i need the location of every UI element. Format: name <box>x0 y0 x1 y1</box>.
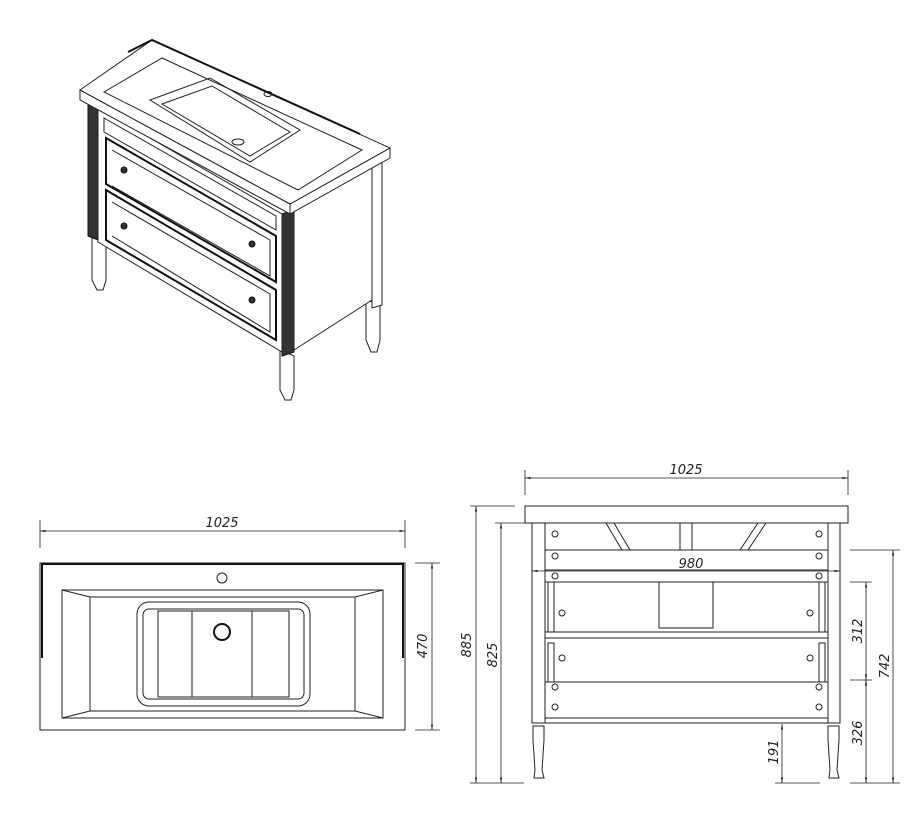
top-rail <box>103 117 277 231</box>
knob-icon <box>120 166 128 174</box>
dim-lower-drawer: 326 <box>851 721 866 746</box>
dim-width-front: 1025 <box>669 463 702 478</box>
countertop <box>79 39 392 205</box>
drain-icon <box>231 138 245 146</box>
dim-total-height: 885 <box>460 633 475 658</box>
tap-hole-icon <box>216 572 228 584</box>
front-view: 1025 980 885 825 742 312 326 191 <box>460 463 900 784</box>
isometric-view <box>79 38 392 401</box>
dim-depth-top: 470 <box>416 634 431 659</box>
knob-icon <box>248 240 256 248</box>
leg-right <box>827 522 841 724</box>
knob-icon <box>248 296 256 304</box>
upper-drawer <box>105 136 277 284</box>
dim-cabinet-height: 742 <box>878 654 893 679</box>
dim-width-top: 1025 <box>205 516 238 531</box>
sink-bowl <box>136 601 311 707</box>
dim-body-height: 825 <box>486 643 501 668</box>
tap-hole-icon <box>263 91 273 97</box>
knob-icon <box>120 222 128 230</box>
dim-leg-clearance: 191 <box>767 740 782 765</box>
top-view: 1025 470 <box>39 516 440 731</box>
dim-upper-drawer: 312 <box>851 619 866 644</box>
leg-left <box>531 522 546 724</box>
countertop-front <box>524 505 849 524</box>
lower-drawer <box>105 188 277 342</box>
dim-inner-width: 980 <box>679 557 704 572</box>
drain-icon <box>213 623 231 641</box>
screw-holes <box>551 530 823 711</box>
basin <box>148 77 301 163</box>
